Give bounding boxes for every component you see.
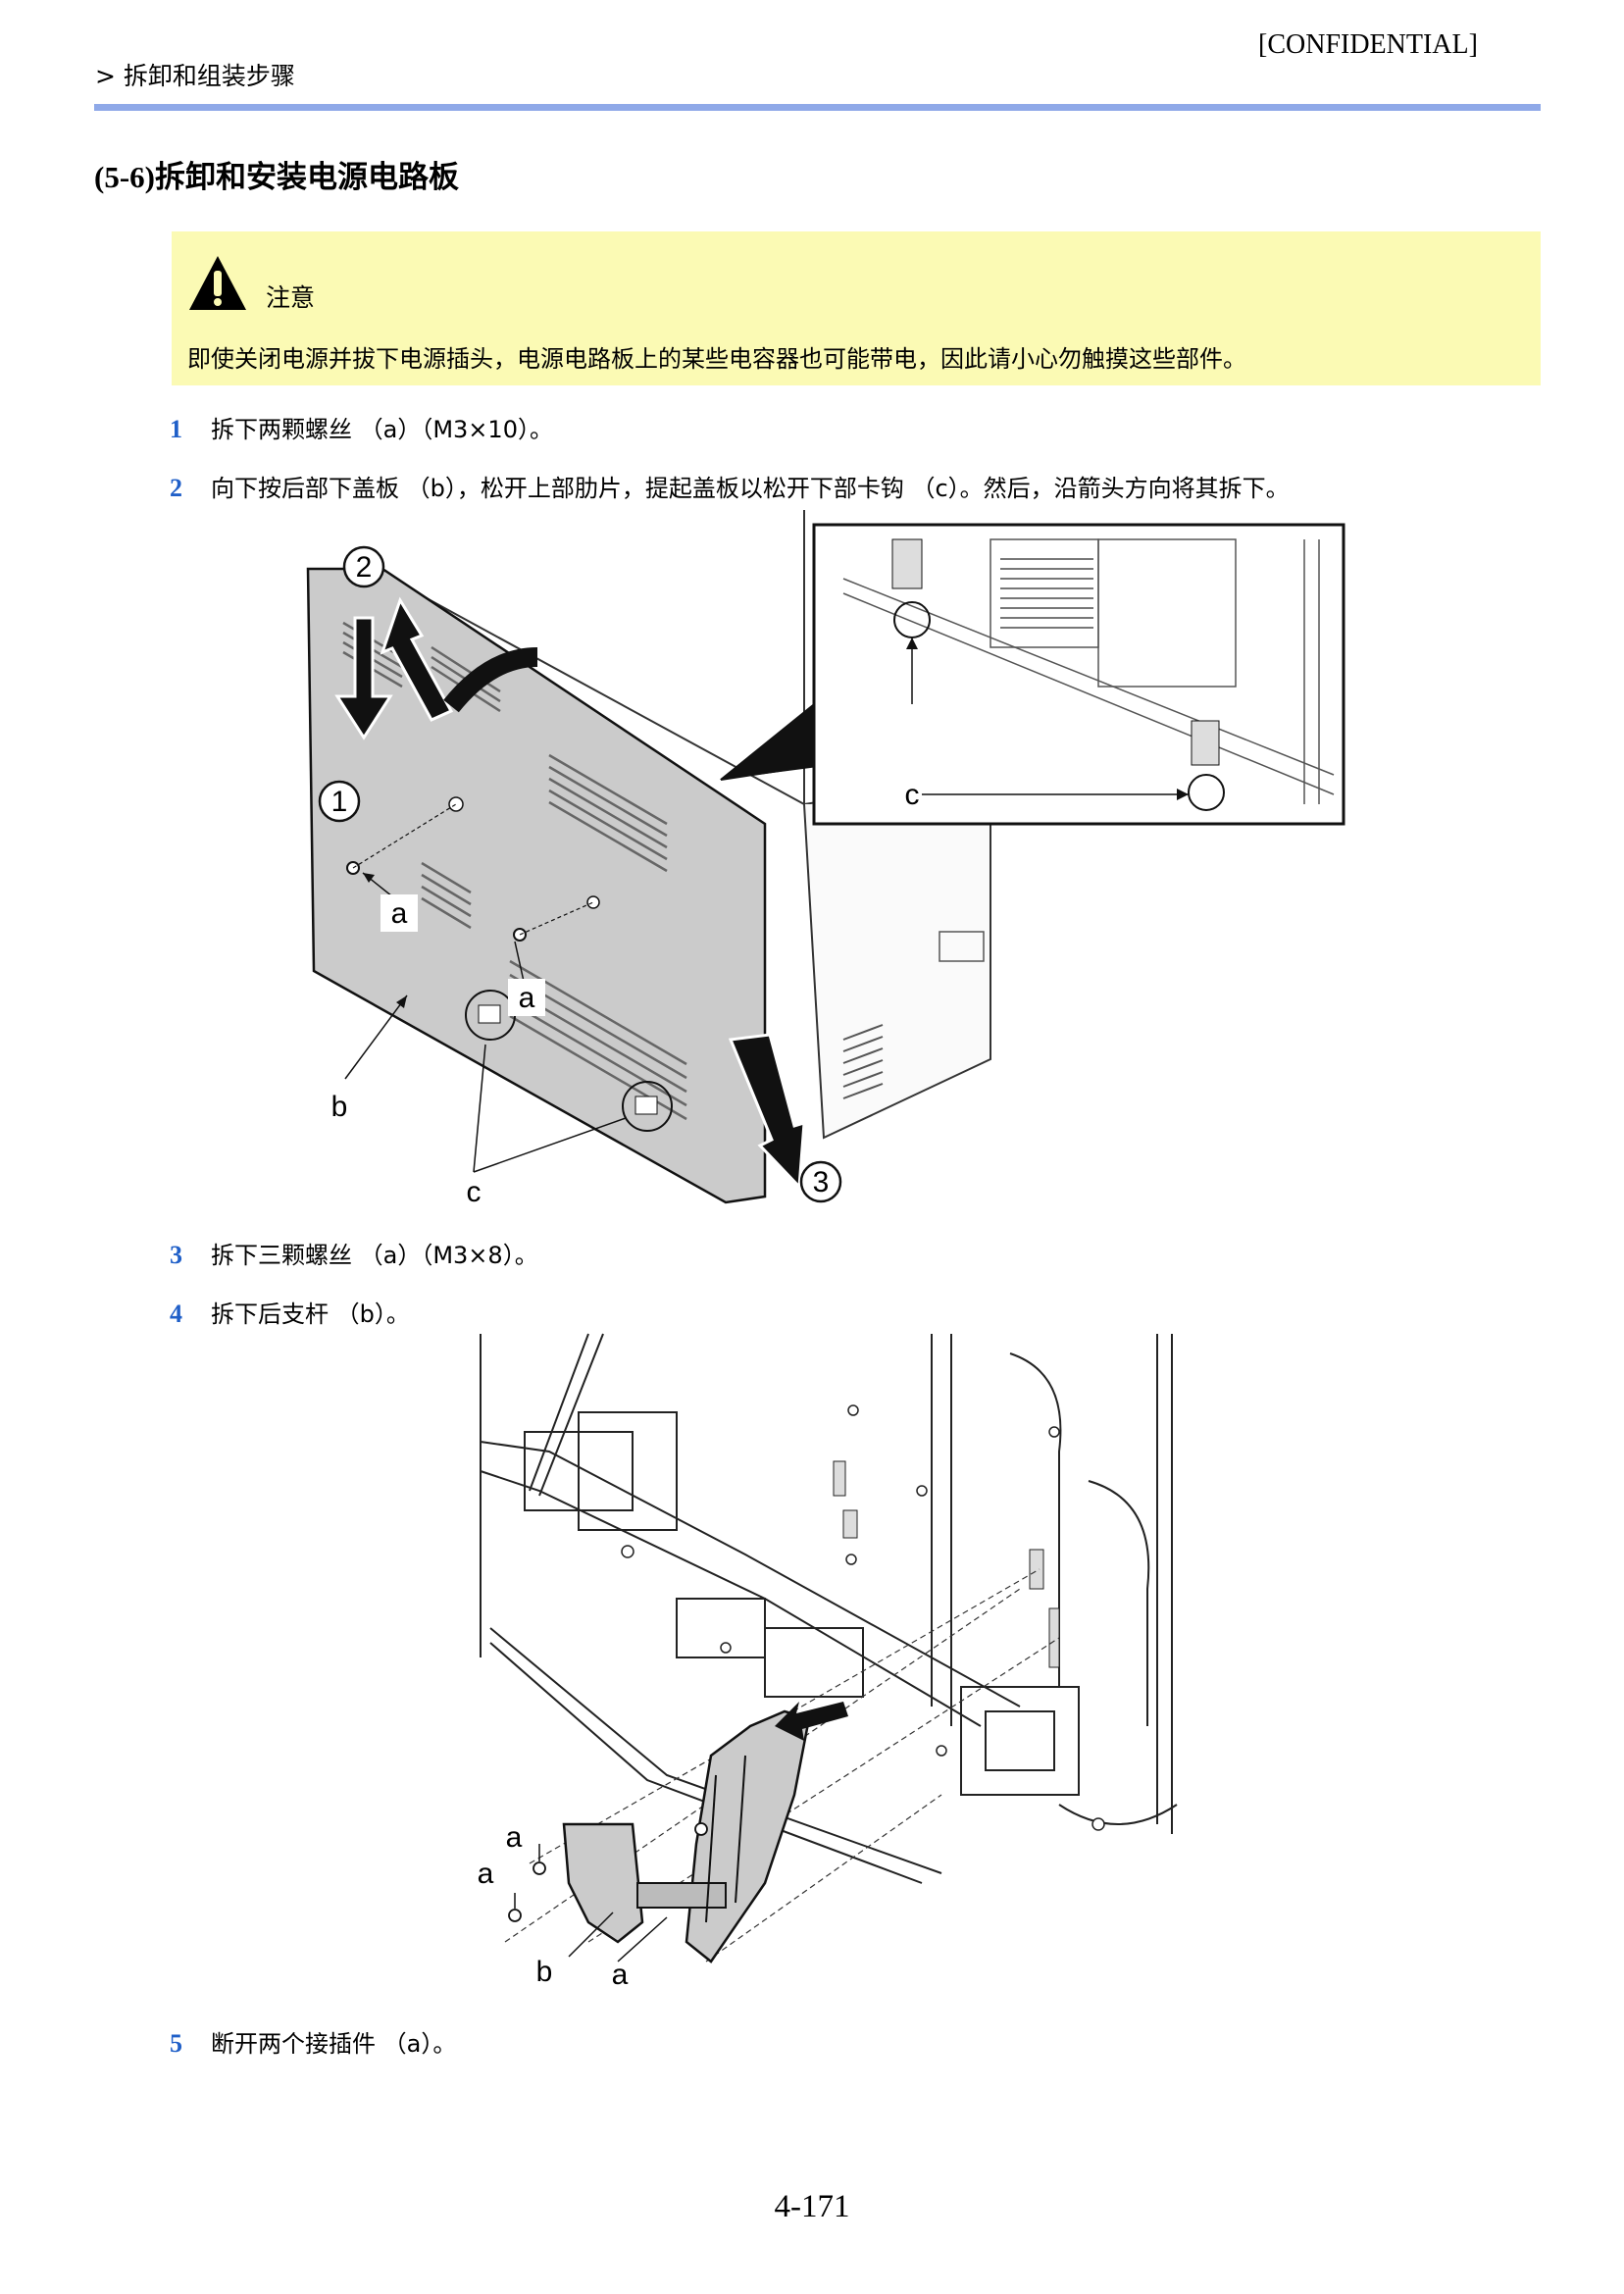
callout-number: 1 <box>331 786 348 818</box>
step-text: 拆下三颗螺丝 （a）（M3×8）。 <box>211 1242 538 1269</box>
label-a: a <box>478 1858 494 1890</box>
step-text: 拆下后支杆 （b）。 <box>211 1300 410 1328</box>
step-2: 2 向下按后部下盖板 （b），松开上部肋片，提起盖板以松开下部卡钩 （c）。然后，… <box>170 469 1290 503</box>
figure-rear-stay-removal: a a b a <box>478 1333 1178 1991</box>
label-a: a <box>519 982 535 1014</box>
callout-number: 3 <box>813 1166 830 1198</box>
step-text: 向下按后部下盖板 （b），松开上部肋片，提起盖板以松开下部卡钩 （c）。然后，沿… <box>211 475 1290 502</box>
step-3: 3 拆下三颗螺丝 （a）（M3×8）。 <box>170 1236 538 1270</box>
section-title-text: 拆卸和安装电源电路板 <box>154 160 459 195</box>
label-b: b <box>331 1091 348 1123</box>
label-a: a <box>612 1959 629 1991</box>
label-c: c <box>467 1176 482 1208</box>
label-a: a <box>506 1821 523 1854</box>
breadcrumb[interactable]: > 拆卸和组装步骤 <box>95 62 295 90</box>
callout-number: 2 <box>356 551 373 584</box>
step-number: 3 <box>170 1241 182 1269</box>
caution-label: 注意 <box>266 283 316 312</box>
label-a: a <box>391 897 408 930</box>
page-number: 4-171 <box>774 2189 850 2224</box>
warning-icon <box>189 256 246 310</box>
step-1: 1 拆下两颗螺丝 （a）（M3×10）。 <box>170 410 553 444</box>
step-text: 断开两个接插件 （a）。 <box>211 2030 457 2058</box>
arrow-down-icon <box>334 616 393 740</box>
rear-stay <box>685 1709 811 1963</box>
stay-bracket <box>562 1822 644 1944</box>
confidential-marker: [CONFIDENTIAL] <box>1258 29 1478 60</box>
label-b: b <box>536 1956 553 1988</box>
arrow-left-icon <box>775 1702 848 1741</box>
arrow-curve-icon <box>443 647 538 713</box>
section-title: (5-6)拆卸和安装电源电路板 <box>94 152 459 196</box>
step-text: 拆下两颗螺丝 （a）（M3×10）。 <box>211 416 553 443</box>
step-number: 4 <box>170 1300 182 1328</box>
label-c: c <box>905 779 920 811</box>
step-5: 5 断开两个接插件 （a）。 <box>170 2024 456 2059</box>
figure-rear-cover-removal: 2 1 3 a a b c c <box>306 510 1345 1208</box>
step-4: 4 拆下后支杆 （b）。 <box>170 1295 410 1329</box>
caution-box: 注意 即使关闭电源并拔下电源插头，电源电路板上的某些电容器也可能带电，因此请小心… <box>172 231 1541 385</box>
step-number: 2 <box>170 474 182 502</box>
caution-text: 即使关闭电源并拔下电源插头，电源电路板上的某些电容器也可能带电，因此请小心勿触摸… <box>187 345 1246 373</box>
section-number: (5-6) <box>94 160 155 194</box>
arrow-up-icon <box>380 596 454 722</box>
arrow-right-icon <box>728 1033 806 1191</box>
step-number: 5 <box>170 2029 182 2058</box>
header-divider <box>94 104 1541 111</box>
step-number: 1 <box>170 415 182 443</box>
